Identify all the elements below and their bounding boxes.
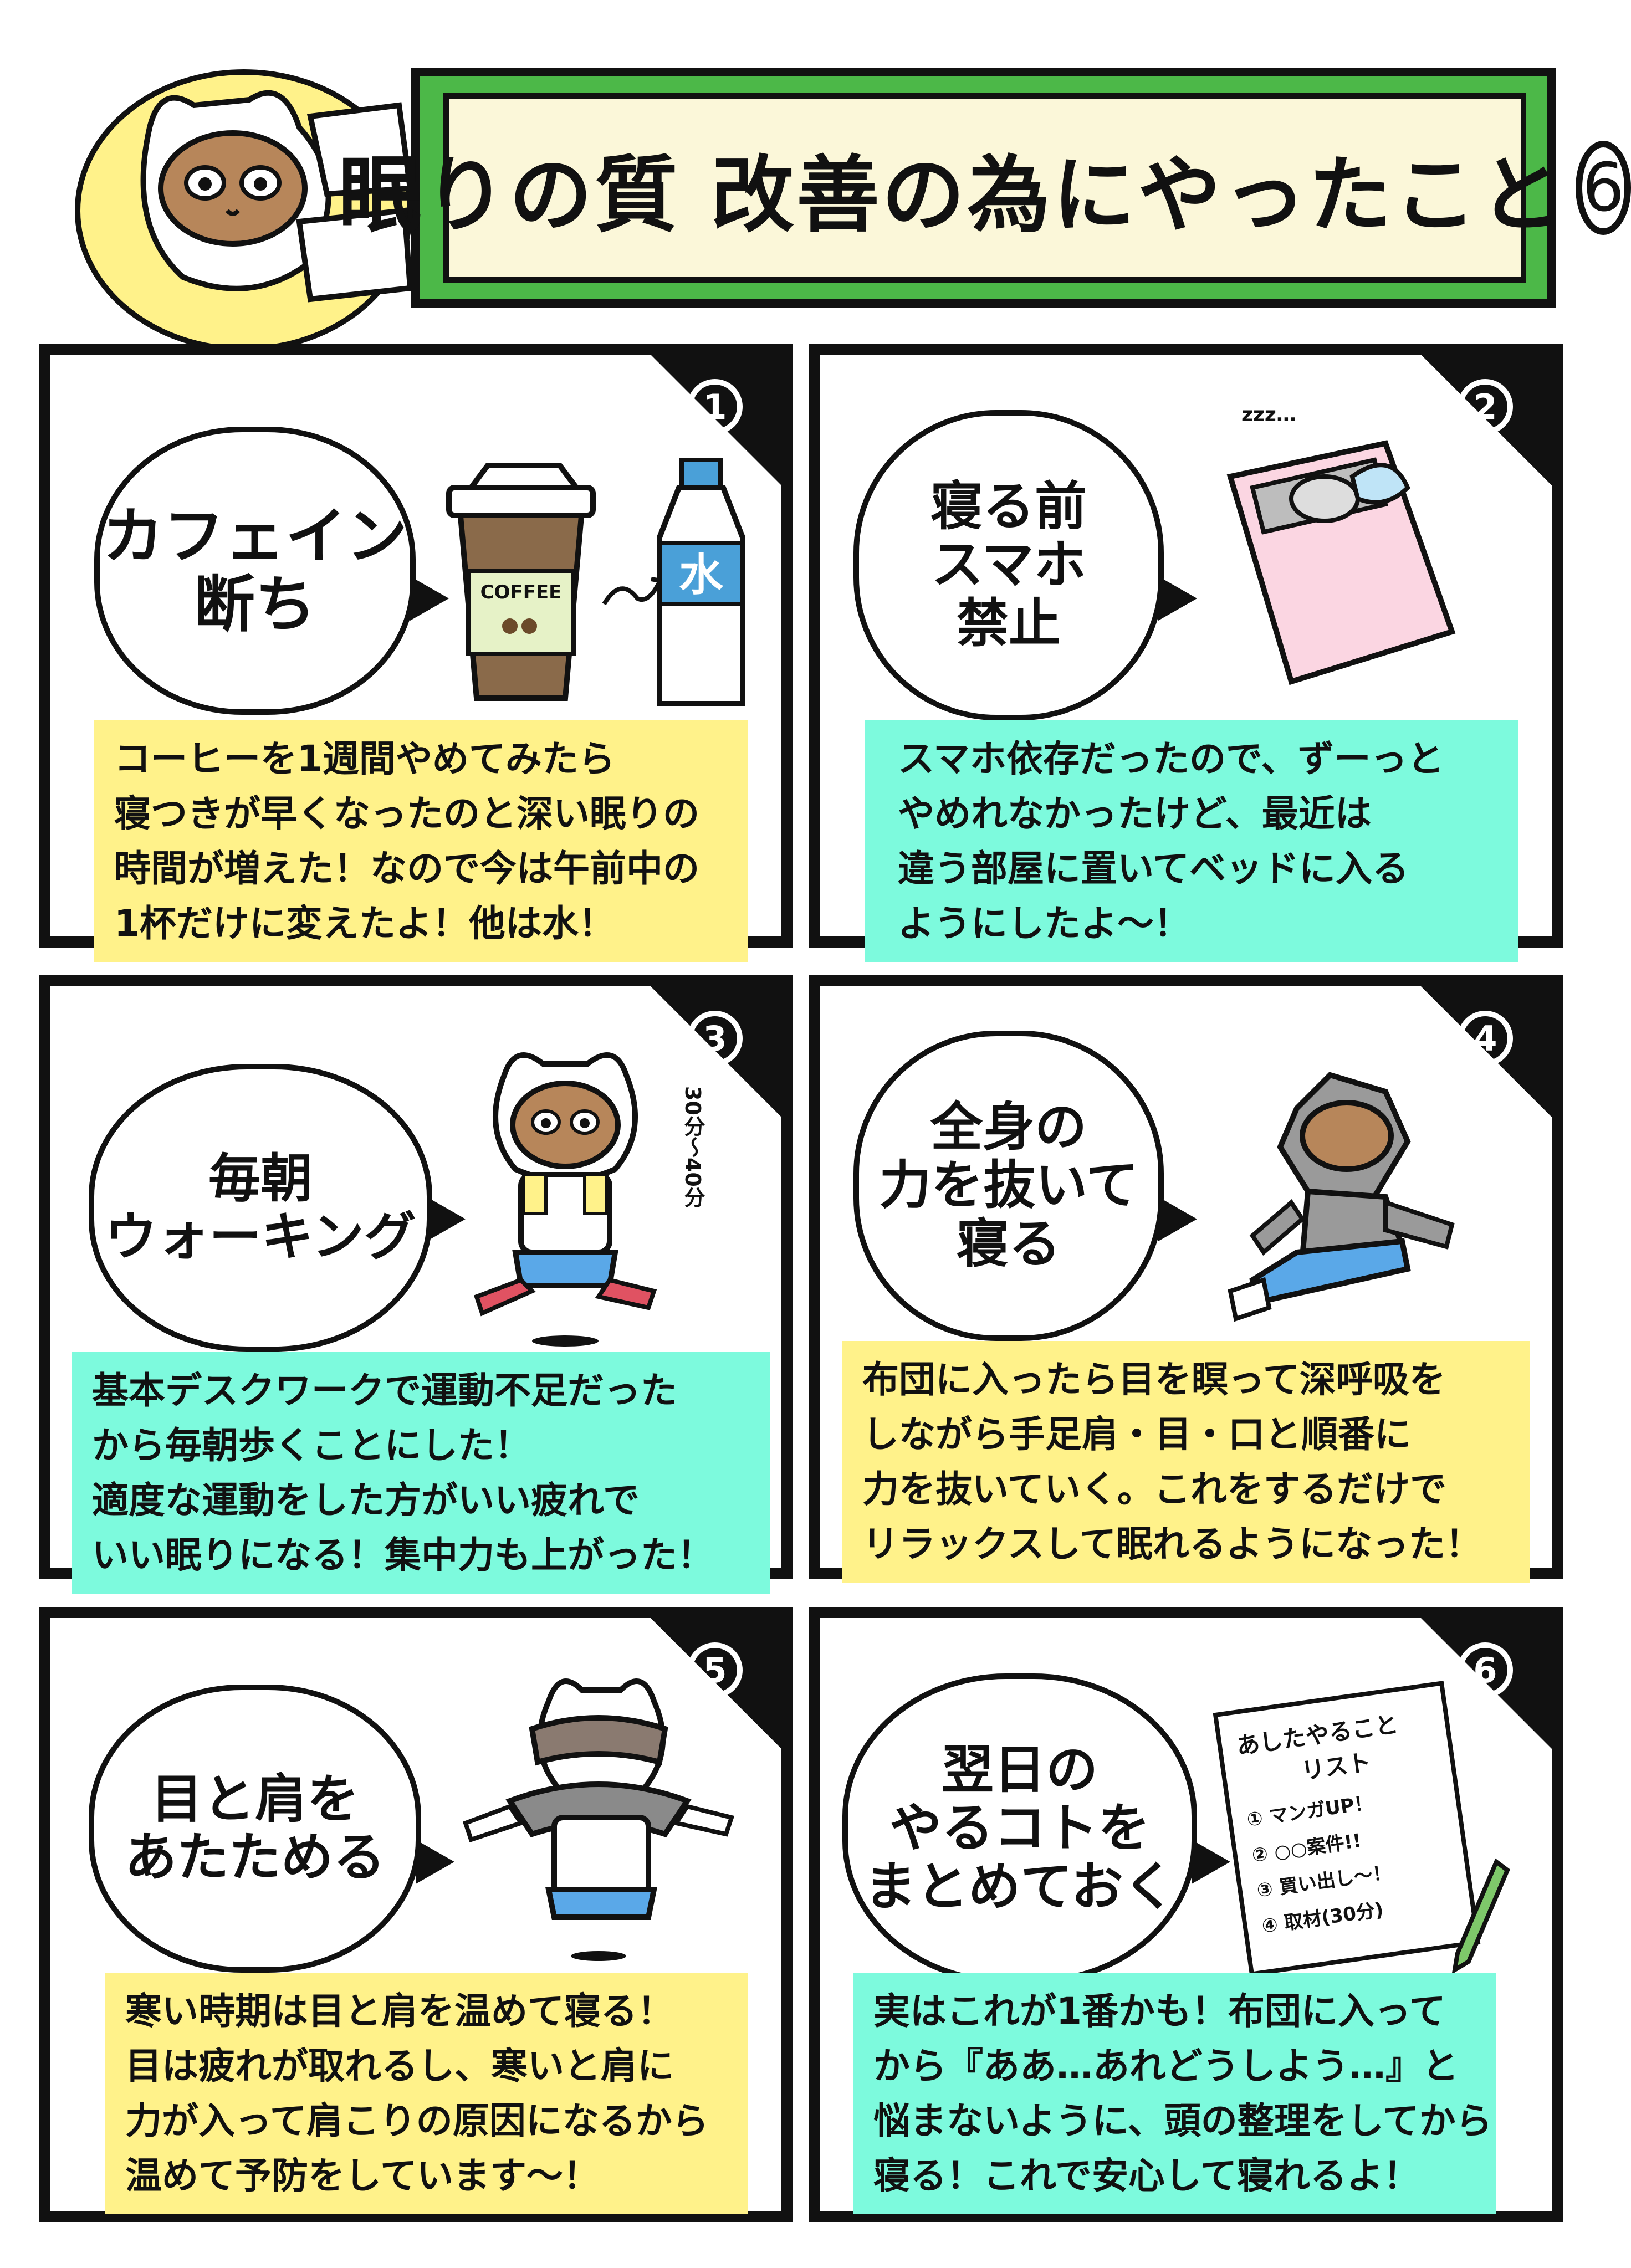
panel-4-number: 4: [1458, 1011, 1513, 1066]
panel-4-caption-line: 布団に入ったら目を瞑って深呼吸を: [862, 1358, 1446, 1401]
panel-2-bubble-tail: [1158, 576, 1197, 621]
panel-6-speech-bubble: 翌日の やるコトを まとめておく: [842, 1673, 1197, 1984]
panel-2: 2 寝る前 スマホ 禁止 zzz… スマホ依存だったので、ずーっと やめれなかっ…: [809, 344, 1563, 962]
panel-4-caption-line: 力を抜いていく。これをするだけで: [862, 1468, 1447, 1511]
panel-3-bubble-tail: [427, 1197, 466, 1241]
panel-6-bubble-text: 翌日の やるコトを まとめておく: [864, 1740, 1175, 1917]
todo-list-note: あしたやること リスト ① マンガUP！ ② ○○案件!! ③ 買い出し〜！ ④…: [1213, 1681, 1481, 1977]
panel-3-bubble-text: 毎朝 ウォーキング: [105, 1148, 416, 1267]
page-title: 眠りの質 改善の為にやったこと: [338, 147, 1564, 244]
panel-3-caption-line: いい眠りになる！集中力も上がった！: [92, 1534, 714, 1576]
panel-6-caption-line: 実はこれが1番かも！布団に入って: [873, 1990, 1446, 2033]
panel-1-caption-line: 時間が増えた！なので今は午前中の: [114, 847, 699, 890]
panel-5-caption: 寒い時期は目と肩を温めて寝る！ 目は疲れが取れるし、寒いと肩に 力が入って肩こり…: [105, 1973, 748, 2214]
walking-character-illustration: [460, 1042, 671, 1352]
panel-3-caption-line: 基本デスクワークで運動不足だった: [92, 1369, 677, 1412]
panel-1-caption: コーヒーを1週間やめてみたら 寝つきが早くなったのと深い眠りの 時間が増えた！な…: [94, 720, 748, 962]
panel-6-number: 6: [1458, 1642, 1513, 1698]
title-episode-number: 6: [1575, 141, 1631, 235]
panel-6-caption-line: 寝る！これで安心して寝れるよ！: [873, 2154, 1420, 2197]
panel-3-caption-line: から毎朝歩くことにした！: [92, 1424, 531, 1467]
panel-4-caption-line: リラックスして眠れるようになった！: [862, 1523, 1482, 1565]
panel-4-speech-bubble: 全身の 力を抜いて 寝る: [853, 1031, 1164, 1341]
panel-6-caption-line: から『ああ…あれどうしよう…』と: [873, 2045, 1459, 2087]
panel-4-caption: 布団に入ったら目を瞑って深呼吸を しながら手足肩・目・口と順番に 力を抜いていく…: [842, 1341, 1530, 1583]
walking-duration-note: 30分〜40分: [681, 1086, 705, 1208]
panel-3-caption: 基本デスクワークで運動不足だった から毎朝歩くことにした！ 適度な運動をした方が…: [72, 1352, 770, 1594]
panel-3-caption-line: 適度な運動をした方がいい疲れで: [92, 1479, 640, 1522]
panel-1-bubble-tail: [410, 576, 449, 621]
panel-3: 3 毎朝 ウォーキング 30分〜40分 基本デスクワークで運動不足だった から毎…: [39, 975, 793, 1594]
panel-1-speech-bubble: カフェイン 断ち: [94, 427, 416, 715]
panel-1-caption-line: 1杯だけに変えたよ！他は水！: [114, 902, 615, 945]
title-box: 眠りの質 改善の為にやったこと 6: [339, 93, 1631, 283]
panel-1-bubble-text: カフェイン 断ち: [103, 500, 407, 640]
panel-2-speech-bubble: 寝る前 スマホ 禁止: [853, 410, 1164, 720]
coffee-label: COFFEE: [480, 581, 562, 603]
panel-5-number: 5: [687, 1642, 743, 1698]
panel-2-caption-line: ようにしたよ〜！: [898, 902, 1190, 945]
panel-2-caption-line: やめれなかったけど、最近は: [898, 792, 1372, 835]
panel-4: 4 全身の 力を抜いて 寝る 布団に入ったら目を瞑って深呼吸を しながら手足肩・…: [809, 975, 1563, 1583]
panel-5-bubble-tail: [416, 1840, 454, 1884]
panel-3-speech-bubble: 毎朝 ウォーキング: [89, 1064, 432, 1352]
panel-1: 1 カフェイン 断ち COFFEE 水 コーヒーを1週間やめてみたら 寝つきが早…: [39, 344, 793, 962]
panel-5: 5 目と肩を あたためる 寒い時期は目と肩を温めて寝る！ 目は疲れが取れるし、寒…: [39, 1607, 793, 2222]
panel-2-caption-line: スマホ依存だったので、ずーっと: [898, 738, 1444, 780]
panel-2-caption-line: 違う部屋に置いてベッドに入る: [898, 847, 1409, 890]
mascot-illustration: [75, 69, 413, 352]
panel-1-caption-line: コーヒーを1週間やめてみたら: [114, 738, 615, 780]
warming-eyes-shoulders-character-illustration: [438, 1657, 748, 1967]
panel-5-caption-line: 寒い時期は目と肩を温めて寝る！: [125, 1990, 674, 2033]
panel-5-caption-line: 目は疲れが取れるし、寒いと肩に: [125, 2045, 674, 2087]
panel-4-caption-line: しながら手足肩・目・口と順番に: [862, 1413, 1411, 1456]
panel-6-caption: 実はこれが1番かも！布団に入って から『ああ…あれどうしよう…』と 悩まないよう…: [853, 1973, 1496, 2214]
header-mascot: [67, 44, 454, 355]
coffee-cup-illustration: COFFEE: [438, 454, 604, 709]
panel-6: 6 翌日の やるコトを まとめておく あしたやること リスト ① マンガUP！ …: [809, 1607, 1563, 2222]
panel-6-caption-line: 悩まないように、頭の整理をしてから: [873, 2100, 1492, 2142]
panel-3-number: 3: [687, 1011, 743, 1066]
panel-2-bubble-text: 寝る前 スマホ 禁止: [930, 477, 1087, 654]
water-bottle-illustration: 水: [648, 454, 754, 715]
pencil-icon: [1446, 1856, 1513, 1978]
panel-2-caption: スマホ依存だったので、ずーっと やめれなかったけど、最近は 違う部屋に置いてベッ…: [865, 720, 1518, 962]
panel-4-bubble-text: 全身の 力を抜いて 寝る: [879, 1097, 1138, 1274]
relaxed-lying-character-illustration: [1219, 1069, 1480, 1335]
bed-sleeping-illustration: zzz…: [1208, 393, 1469, 704]
panel-1-number: 1: [687, 379, 743, 434]
panel-2-number: 2: [1458, 379, 1513, 434]
panel-5-caption-line: 力が入って肩こりの原因になるから: [125, 2100, 709, 2142]
panel-5-caption-line: 温めて予防をしています〜！: [125, 2154, 600, 2197]
bottle-label: 水: [679, 549, 724, 601]
panel-5-speech-bubble: 目と肩を あたためる: [89, 1685, 421, 1973]
sleep-zzz: zzz…: [1241, 403, 1296, 426]
panel-1-caption-line: 寝つきが早くなったのと深い眠りの: [114, 792, 699, 835]
panel-4-bubble-tail: [1158, 1197, 1197, 1241]
panel-6-bubble-tail: [1192, 1840, 1230, 1884]
panel-5-bubble-text: 目と肩を あたためる: [124, 1769, 385, 1888]
